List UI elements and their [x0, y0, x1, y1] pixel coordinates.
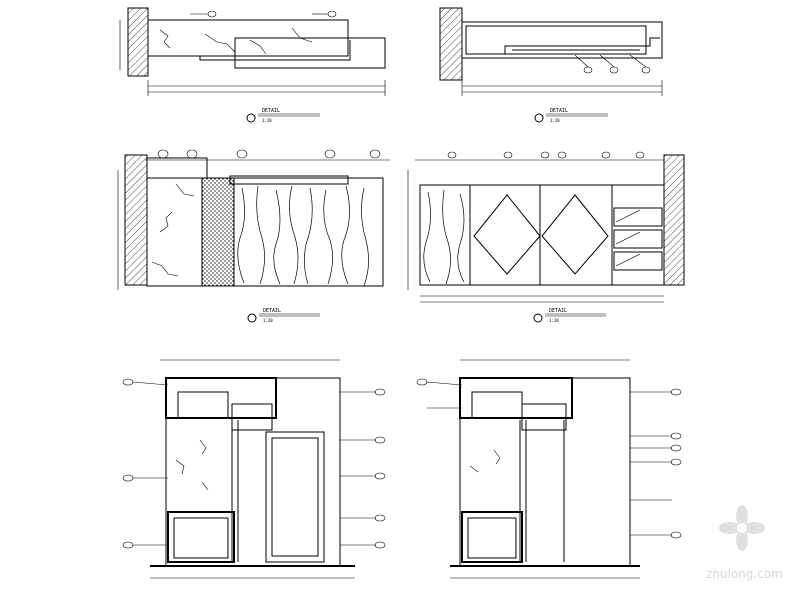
flower-logo-icon — [719, 505, 765, 551]
detail-view-2: DETAIL 1:20 — [439, 7, 663, 123]
marble-texture — [151, 183, 195, 277]
ceiling-box — [165, 377, 277, 419]
view-title-block: DETAIL 1:20 — [534, 108, 608, 123]
cabinet-outline — [461, 21, 663, 59]
callout-tags-left — [416, 378, 463, 409]
shelf-boxes — [613, 207, 663, 271]
top-panel — [146, 157, 208, 179]
section-bubble-icon — [247, 313, 257, 323]
elevation-outline — [146, 177, 384, 287]
view-title: DETAIL — [263, 308, 281, 314]
section-bubble-icon — [533, 313, 543, 323]
dimension-lines — [407, 170, 664, 303]
wall-hatch — [124, 154, 148, 286]
dimension-lines — [119, 20, 386, 96]
callout-tags — [415, 151, 664, 161]
view-title: DETAIL — [550, 108, 568, 114]
ceiling-box — [459, 377, 573, 419]
detail-view-3: DETAIL 1:20 — [117, 149, 390, 323]
callout-tags-right — [340, 388, 386, 549]
section-outline — [459, 377, 631, 567]
diamond-panel — [473, 194, 541, 275]
view-title: DETAIL — [549, 308, 567, 314]
watermark: zhulong.com — [706, 505, 783, 581]
counter-slab — [229, 175, 349, 185]
wall-hatch — [439, 7, 463, 81]
view-title-block: DETAIL 1:20 — [533, 308, 606, 323]
wood-grain — [423, 189, 465, 285]
floor-line — [150, 359, 355, 579]
callout-tags-left — [122, 378, 169, 549]
floor-line — [450, 359, 640, 579]
callout-tags — [574, 54, 651, 74]
elevation-outline — [419, 184, 665, 286]
dimension-lines — [461, 80, 663, 96]
wood-grain — [237, 185, 369, 287]
wall-hatch — [127, 7, 149, 77]
marble-texture — [469, 449, 501, 473]
view-title-block: DETAIL 1:20 — [246, 108, 320, 123]
brick-column — [201, 177, 235, 287]
marble-texture — [175, 439, 209, 491]
callout-tags-right — [630, 388, 682, 539]
detail-view-4: DETAIL 1:20 — [407, 151, 685, 323]
glass-door — [265, 431, 325, 563]
section-bubble-icon — [534, 113, 544, 123]
callout-tags — [190, 10, 337, 18]
cabinet-inner — [465, 25, 647, 55]
callout-tags — [145, 149, 390, 161]
detail-view-1: DETAIL 1:20 — [119, 7, 386, 123]
counter-top — [234, 37, 386, 69]
lower-cabinet — [167, 511, 235, 563]
lower-cabinet — [461, 511, 523, 563]
section-outline — [165, 377, 341, 567]
detail-view-6 — [416, 359, 682, 579]
view-title: DETAIL — [262, 108, 280, 114]
detail-view-5 — [122, 359, 386, 579]
cabinet-step — [504, 37, 660, 54]
view-scale: 1:20 — [549, 318, 559, 323]
marble-texture — [159, 27, 313, 55]
view-scale: 1:20 — [263, 318, 273, 323]
view-scale: 1:20 — [262, 118, 272, 123]
wall-hatch — [663, 154, 685, 286]
counter-edge — [148, 40, 351, 61]
watermark-text: zhulong.com — [706, 567, 783, 581]
view-title-block: DETAIL 1:20 — [247, 308, 320, 323]
view-scale: 1:20 — [550, 118, 560, 123]
diamond-panel — [541, 194, 609, 275]
section-bubble-icon — [246, 113, 256, 123]
